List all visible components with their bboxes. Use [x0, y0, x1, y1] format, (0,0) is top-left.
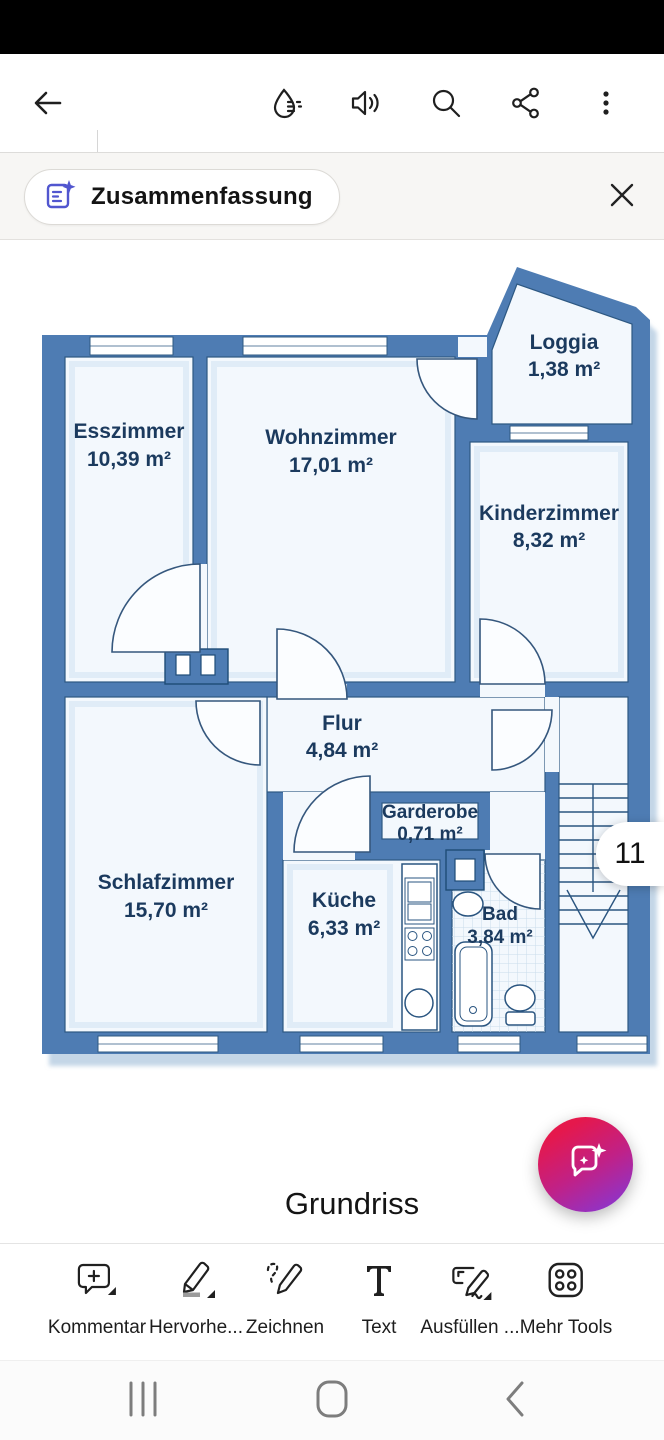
page-number-badge[interactable]: 11 — [596, 822, 664, 886]
room-area-esszimmer: 10,39 m² — [87, 448, 171, 471]
room-area-garderobe: 0,71 m² — [397, 824, 462, 845]
fill-sign-icon — [448, 1258, 492, 1307]
annotation-toolbar: Kommentar Hervorhe... Zeichnen — [0, 1243, 664, 1360]
android-nav-bar — [0, 1360, 664, 1440]
room-area-loggia: 1,38 m² — [528, 358, 600, 381]
nav-recents-button[interactable] — [115, 1377, 171, 1425]
room-area-kinderzimmer: 8,32 m² — [513, 529, 585, 552]
text-icon — [357, 1258, 401, 1307]
read-aloud-icon — [348, 85, 384, 121]
comment-add-icon — [75, 1258, 119, 1307]
ai-assistant-fab[interactable] — [538, 1117, 633, 1212]
tool-ausfuellen[interactable]: Ausfüllen ... — [420, 1258, 520, 1339]
summary-close-button[interactable] — [606, 181, 638, 213]
room-garderobe — [381, 802, 479, 840]
bathtub — [454, 941, 493, 1027]
room-area-flur: 4,84 m² — [306, 739, 378, 762]
liquid-mode-icon — [269, 85, 305, 121]
status-bar — [0, 0, 664, 54]
room-wohnzimmer — [206, 356, 456, 683]
tool-hervorheben[interactable]: Hervorhe... — [149, 1258, 243, 1339]
read-aloud-button[interactable] — [344, 81, 388, 125]
recents-icon — [123, 1379, 163, 1424]
home-icon — [312, 1379, 352, 1424]
ai-summary-icon — [43, 178, 77, 217]
tool-label: Ausfüllen ... — [420, 1317, 520, 1338]
draw-pencil-icon — [263, 1258, 307, 1307]
search-button[interactable] — [424, 81, 468, 125]
more-tools-icon — [544, 1258, 588, 1307]
toilet — [504, 984, 536, 1012]
summary-bar: Zusammenfassung — [0, 152, 664, 240]
nav-back-button[interactable] — [488, 1377, 544, 1425]
windows — [89, 336, 648, 1053]
figure-caption: Grundriss — [284, 1186, 420, 1221]
tool-label: Text — [361, 1317, 397, 1338]
tool-kommentar[interactable]: Kommentar — [48, 1258, 146, 1339]
room-label-wohnzimmer: Wohnzimmer — [265, 426, 396, 449]
kitchen-sink — [404, 877, 435, 925]
tool-label: Kommentar — [47, 1317, 147, 1338]
kitchen-fixtures — [401, 863, 438, 1031]
summary-chip-label: Zusammenfassung — [91, 183, 313, 210]
highlighter-icon — [174, 1258, 218, 1307]
kitchen-appliance — [404, 988, 434, 1018]
back-button[interactable] — [26, 81, 70, 125]
room-label-bad: Bad — [482, 904, 518, 925]
bathroom-fixtures — [445, 849, 536, 1027]
summary-chip[interactable]: Zusammenfassung — [24, 169, 340, 225]
room-label-garderobe: Garderobe — [382, 802, 478, 823]
tool-label: Hervorhe... — [149, 1317, 243, 1338]
room-label-flur: Flur — [322, 712, 362, 735]
tool-zeichnen[interactable]: Zeichnen — [246, 1258, 324, 1339]
tool-mehr-tools[interactable]: Mehr Tools — [519, 1258, 613, 1339]
room-loggia — [491, 283, 633, 425]
tool-label: Mehr Tools — [519, 1317, 613, 1338]
washbasin — [452, 891, 484, 917]
doors — [111, 358, 553, 910]
tool-text[interactable]: Text — [357, 1258, 401, 1339]
app-toolbar — [0, 54, 664, 184]
room-label-kueche: Küche — [312, 889, 376, 912]
room-labels: Esszimmer 10,39 m² Wohnzimmer 17,01 m² L… — [74, 331, 619, 948]
overflow-menu-icon — [589, 86, 623, 120]
cupboard — [164, 648, 229, 685]
floorplan-drawing: Esszimmer 10,39 m² Wohnzimmer 17,01 m² L… — [42, 267, 650, 1054]
room-area-bad: 3,84 m² — [467, 927, 532, 948]
room-label-loggia: Loggia — [530, 331, 599, 354]
page-number: 11 — [614, 837, 646, 870]
room-area-schlafzimmer: 15,70 m² — [124, 899, 208, 922]
close-icon — [608, 181, 636, 214]
back-icon — [496, 1379, 536, 1424]
pdf-page[interactable]: Esszimmer 10,39 m² Wohnzimmer 17,01 m² L… — [0, 240, 664, 1243]
room-label-esszimmer: Esszimmer — [74, 420, 185, 443]
overflow-menu-button[interactable] — [584, 81, 628, 125]
room-label-schlafzimmer: Schlafzimmer — [98, 871, 235, 894]
tool-label: Zeichnen — [245, 1317, 325, 1338]
liquid-mode-button[interactable] — [265, 81, 309, 125]
room-area-wohnzimmer: 17,01 m² — [289, 454, 373, 477]
nav-home-button[interactable] — [304, 1377, 360, 1425]
share-button[interactable] — [504, 81, 548, 125]
stove — [404, 927, 435, 961]
ai-assistant-icon — [562, 1138, 610, 1191]
room-label-kinderzimmer: Kinderzimmer — [479, 502, 619, 525]
search-icon — [428, 85, 464, 121]
back-arrow-icon — [31, 86, 65, 120]
share-icon — [508, 85, 544, 121]
room-area-kueche: 6,33 m² — [308, 917, 380, 940]
